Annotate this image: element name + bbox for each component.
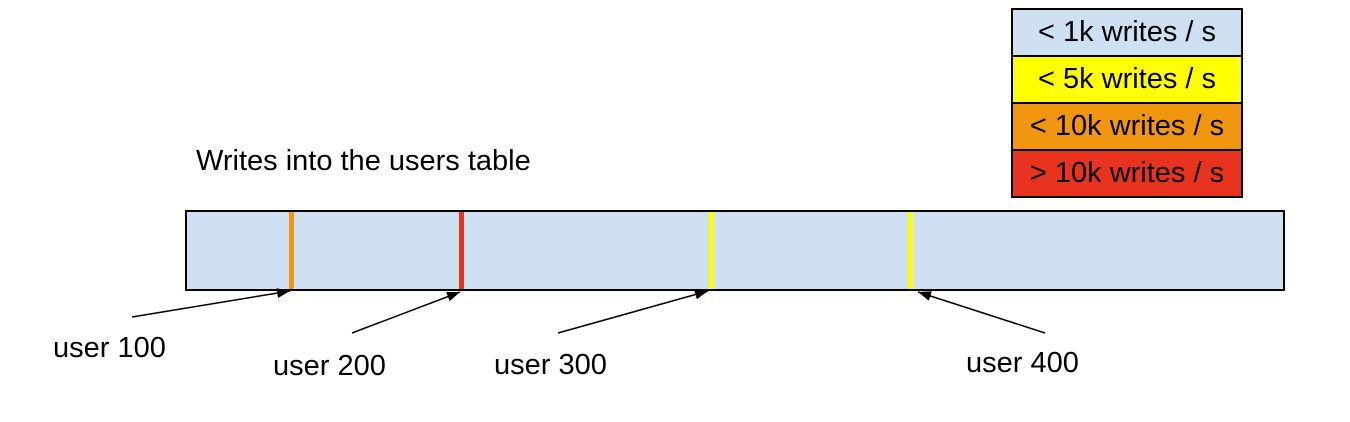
write-rate-legend: < 1k writes / s < 5k writes / s < 10k writ… xyxy=(1011,8,1243,198)
legend-label: < 1k writes / s xyxy=(1037,16,1217,48)
user-label-1: user 100 xyxy=(53,332,166,364)
legend-item-4: > 10k writes / s xyxy=(1013,149,1241,196)
legend-item-2: < 5k writes / s xyxy=(1013,55,1241,102)
write-hotspot-stripe-2 xyxy=(459,212,464,289)
diagram-title: Writes into the users table xyxy=(196,145,531,177)
user-label-3: user 300 xyxy=(494,349,607,381)
write-hotspot-stripe-4 xyxy=(908,212,913,289)
pointer-arrow-2 xyxy=(351,291,461,334)
legend-item-3: < 10k writes / s xyxy=(1013,102,1241,149)
legend-item-1: < 1k writes / s xyxy=(1013,10,1241,55)
user-label-4: user 400 xyxy=(966,347,1079,379)
users-table-bar xyxy=(185,210,1285,291)
user-label-2: user 200 xyxy=(273,350,386,382)
pointer-arrow-3 xyxy=(557,289,709,334)
pointer-arrow-4 xyxy=(917,291,1046,334)
legend-label: < 10k writes / s xyxy=(1029,110,1225,142)
legend-label: < 5k writes / s xyxy=(1037,63,1217,95)
write-hotspot-stripe-3 xyxy=(709,212,714,289)
legend-label: > 10k writes / s xyxy=(1029,157,1225,189)
pointer-arrow-1 xyxy=(131,288,291,318)
write-hotspot-stripe-1 xyxy=(289,212,294,289)
